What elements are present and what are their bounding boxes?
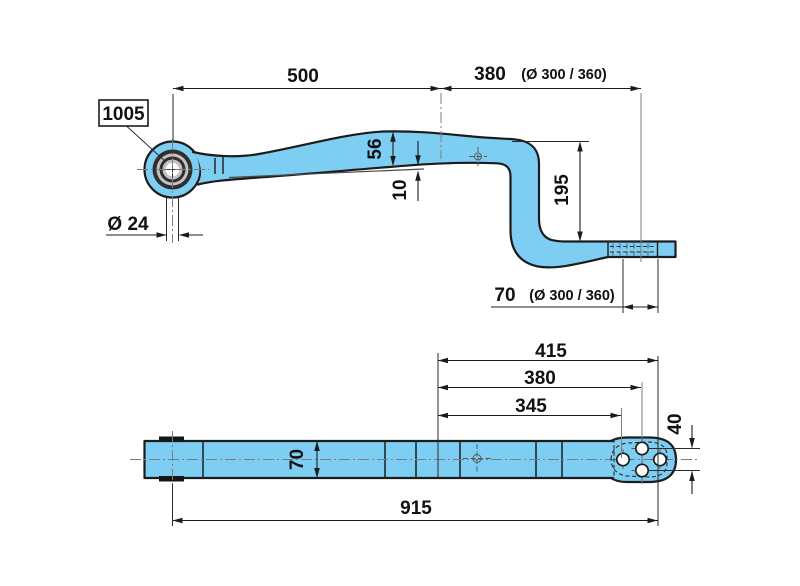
lower-leaf-edge bbox=[228, 168, 425, 179]
dim-10-label: 10 bbox=[390, 179, 411, 200]
callout-1005: 1005 bbox=[98, 99, 167, 163]
dim-915-label: 915 bbox=[400, 498, 432, 519]
dim-915: 915 bbox=[172, 484, 658, 526]
dim-380-plan: 380 bbox=[438, 368, 643, 438]
dim-70-plan: 70 bbox=[287, 441, 320, 478]
dim-345-label: 345 bbox=[515, 396, 547, 417]
dim-70-side-note: (Ø 300 / 360) bbox=[529, 288, 615, 304]
dim-56: 56 bbox=[365, 131, 396, 166]
tail-serration bbox=[607, 242, 659, 257]
callout-1005-label: 1005 bbox=[102, 104, 145, 125]
plan-centermark bbox=[463, 444, 491, 474]
spring-body-outline bbox=[191, 130, 677, 269]
spring-body bbox=[193, 131, 676, 268]
dim-70-side: 70 (Ø 300 / 360) bbox=[491, 259, 659, 313]
plan-view: 415 380 345 70 bbox=[130, 341, 700, 526]
dim-380-side-note: (Ø 300 / 360) bbox=[521, 67, 607, 83]
dim-70-side-label: 70 bbox=[494, 285, 515, 306]
dim-eye-bore: Ø 24 bbox=[106, 197, 203, 241]
side-view: 1005 500 380 (Ø 300 / 360) 56 bbox=[98, 64, 677, 313]
dim-345: 345 bbox=[438, 396, 622, 458]
dim-500: 500 bbox=[172, 66, 641, 159]
dim-500-label: 500 bbox=[287, 66, 319, 87]
dim-eye-bore-label: Ø 24 bbox=[107, 214, 149, 235]
dim-415-label: 415 bbox=[535, 341, 567, 362]
dim-70-plan-label: 70 bbox=[287, 449, 308, 470]
dim-195: 195 bbox=[512, 141, 589, 242]
eye-wrap-bottom bbox=[159, 476, 184, 482]
dim-415: 415 bbox=[437, 341, 659, 526]
axle-centermark bbox=[469, 147, 487, 166]
dim-56-label: 56 bbox=[365, 138, 386, 159]
dim-380-plan-label: 380 bbox=[524, 368, 556, 389]
dim-380-side-label: 380 bbox=[474, 64, 506, 85]
dim-195-label: 195 bbox=[552, 174, 573, 206]
dim-10: 10 bbox=[390, 141, 421, 201]
dim-40-label: 40 bbox=[665, 413, 686, 434]
eye-wrap-top bbox=[159, 436, 184, 442]
dim-380-side: 380 (Ø 300 / 360) bbox=[441, 64, 642, 262]
eye-bushing bbox=[152, 149, 193, 190]
dim-40: 40 bbox=[648, 413, 700, 494]
